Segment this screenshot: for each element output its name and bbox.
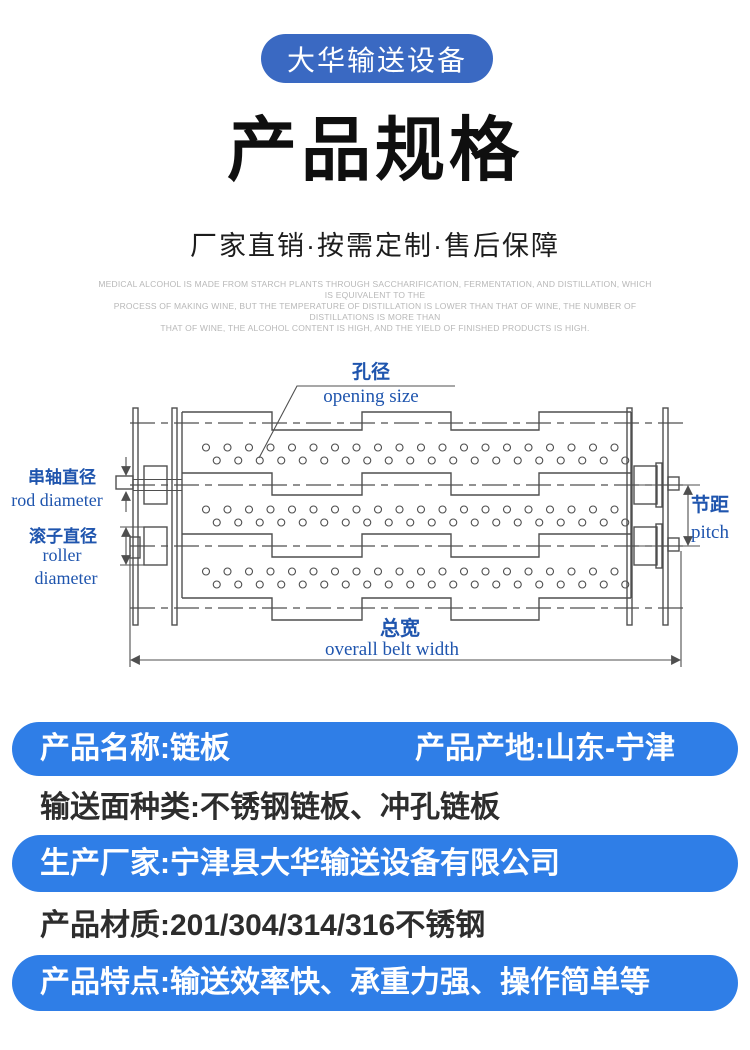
rod-diameter-label-en: rod diameter	[11, 490, 102, 510]
brand-badge-label: 大华输送设备	[286, 44, 467, 76]
opening-size-label-en: opening size	[323, 386, 419, 407]
page-subtitle: 厂家直销·按需定制·售后保障	[190, 231, 560, 261]
roller-diameter-label-en2: diameter	[35, 568, 98, 588]
diagram-labels: 孔径 opening size 串轴直径 rod diameter 滚子直径 r…	[11, 361, 729, 660]
spec-row-name-origin: 产品名称:链板 产品产地:山东-宁津	[12, 722, 738, 776]
diagram-linework	[115, 385, 700, 667]
brand-badge: 大华输送设备	[261, 34, 493, 83]
rod-diameter-label-zh: 串轴直径	[28, 467, 96, 487]
overall-width-label-en: overall belt width	[325, 639, 460, 660]
spec-row-surface-types: 输送面种类:不锈钢链板、冲孔链板	[12, 790, 738, 826]
roller-diameter-label-zh: 滚子直径	[29, 526, 97, 546]
spec-origin: 产品产地:山东-宁津	[415, 732, 675, 765]
chain-plate-technical-diagram: 孔径 opening size 串轴直径 rod diameter 滚子直径 r…	[11, 361, 729, 667]
fine-print: MEDICAL ALCOHOL IS MADE FROM STARCH PLAN…	[95, 279, 655, 334]
roller-diameter-label-en1: roller	[43, 545, 82, 565]
overall-width-label-zh: 总宽	[380, 616, 420, 640]
spec-manufacturer: 生产厂家:宁津县大华输送设备有限公司	[40, 847, 560, 880]
spec-product-name: 产品名称:链板	[40, 732, 230, 765]
spec-row-features: 产品特点:输送效率快、承重力强、操作简单等	[12, 955, 738, 1011]
page-title: 产品规格	[227, 111, 523, 189]
spec-row-material: 产品材质:201/304/314/316不锈钢	[12, 908, 738, 944]
spec-row-manufacturer: 生产厂家:宁津县大华输送设备有限公司	[12, 835, 738, 892]
spec-features: 产品特点:输送效率快、承重力强、操作简单等	[40, 966, 650, 999]
spec-material: 产品材质:201/304/314/316不锈钢	[40, 909, 486, 942]
pitch-label-en: pitch	[691, 522, 729, 543]
spec-surface-types: 输送面种类:不锈钢链板、冲孔链板	[40, 791, 500, 824]
fine-print-line-2: PROCESS OF MAKING WINE, BUT THE TEMPERAT…	[113, 301, 637, 322]
opening-size-label-zh: 孔径	[352, 361, 390, 383]
fine-print-line-3: THAT OF WINE, THE ALCOHOL CONTENT IS HIG…	[160, 323, 590, 333]
fine-print-line-1: MEDICAL ALCOHOL IS MADE FROM STARCH PLAN…	[98, 279, 652, 300]
pitch-label-zh: 节距	[691, 494, 729, 516]
